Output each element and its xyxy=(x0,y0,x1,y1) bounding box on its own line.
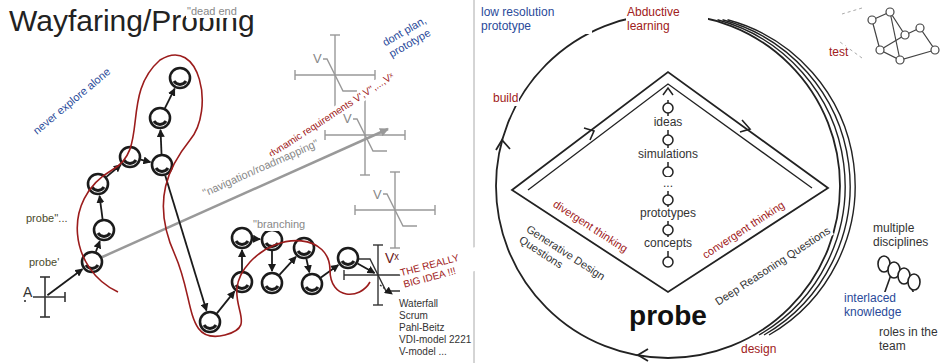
probe-shade xyxy=(266,286,278,289)
probe-arrow xyxy=(253,238,260,240)
note-label: never explore alone xyxy=(30,65,114,138)
note-label: build xyxy=(492,92,519,106)
arrow-chevron xyxy=(584,128,594,140)
probe-circle xyxy=(262,273,282,293)
note-label: V xyxy=(312,52,323,67)
v-tick xyxy=(404,130,405,140)
note-label: convergent thinking xyxy=(699,198,788,262)
note-label: ideas xyxy=(653,116,684,130)
note-label: Abductive learning xyxy=(626,6,708,34)
probe-shade xyxy=(98,233,110,236)
note-label: V xyxy=(342,112,353,127)
network-sketch xyxy=(868,8,939,64)
arrow-chevron xyxy=(740,120,750,132)
v-tick xyxy=(294,70,295,80)
probe-circle xyxy=(88,174,108,194)
v-model-sketch xyxy=(355,172,435,248)
probe-arrow xyxy=(165,89,175,108)
probe-shade xyxy=(298,251,310,254)
probe-shade xyxy=(156,168,168,171)
note-label: low resolution prototype xyxy=(480,6,592,34)
v-tick xyxy=(390,171,400,172)
note-label: Pahl-Beitz xyxy=(398,322,446,334)
note-label: "dead end xyxy=(186,5,238,18)
probe-circle xyxy=(338,248,358,268)
diamond-inner xyxy=(528,84,812,190)
probe-circle xyxy=(200,312,220,332)
probe-arrow xyxy=(279,257,295,275)
probe-circle xyxy=(302,274,322,294)
note-label: ... xyxy=(662,177,674,191)
v-tick xyxy=(360,174,370,175)
exploration-curve xyxy=(77,55,370,336)
probe-arrow xyxy=(47,269,82,295)
panel-divider xyxy=(474,0,475,363)
probe-shade xyxy=(124,160,136,163)
probe-circle xyxy=(94,220,114,240)
note-label: multiple disciplines xyxy=(872,222,945,250)
probe-shade xyxy=(154,121,166,124)
v-tick xyxy=(373,244,383,245)
note-label: test xyxy=(828,46,849,60)
probe-arrow xyxy=(96,241,100,251)
probe-arrow xyxy=(271,251,273,271)
note-label: design xyxy=(740,343,777,357)
probe-circle xyxy=(170,68,190,88)
note-label: simulations xyxy=(637,148,699,162)
note-label: dynamic requirements V',V'',...,Vˣ xyxy=(266,69,397,160)
probe-circle xyxy=(232,272,252,292)
v-tick xyxy=(373,304,383,305)
note-label: interlaced knowledge xyxy=(843,292,925,320)
probe-arrow xyxy=(306,259,309,273)
probe-shade xyxy=(174,81,186,84)
note-label: "branching xyxy=(252,218,306,231)
probe-arrow xyxy=(358,263,375,273)
probe-arrow xyxy=(141,160,151,162)
note-label: Waterfall xyxy=(398,298,439,310)
probe-circle xyxy=(150,108,170,128)
v-tick xyxy=(343,270,344,280)
probe-arrow xyxy=(161,130,162,154)
v-tick xyxy=(434,205,435,215)
v-tick xyxy=(330,34,340,35)
note-label: probe' xyxy=(28,256,60,269)
note-label: V-model ... xyxy=(398,346,448,358)
probe-arrow xyxy=(241,250,243,271)
note-label: prototypes xyxy=(639,207,697,221)
note-label: VDI-model 2221 xyxy=(398,334,472,346)
probe-shade xyxy=(204,325,216,328)
v-tick xyxy=(354,205,355,215)
node-title: probe xyxy=(628,300,708,332)
note-label: Vˣ xyxy=(384,250,400,266)
probe-shade xyxy=(236,241,248,244)
note-label: Scrum xyxy=(398,310,429,322)
note-label: concepts xyxy=(643,237,693,251)
probe-shade xyxy=(342,261,354,264)
note-label: THE REALLY BIG IDEA !!! xyxy=(398,247,483,290)
cycle-circle xyxy=(496,14,840,358)
v-model-sketch xyxy=(295,35,375,115)
note-label: roles in the team xyxy=(878,326,944,354)
note-label: V xyxy=(372,188,383,203)
note-label: probe''... xyxy=(25,212,69,225)
probe-circle xyxy=(152,155,172,175)
probe-shade xyxy=(306,287,318,290)
probe-circle xyxy=(232,228,252,248)
v-tick xyxy=(390,247,400,248)
probe-arrow xyxy=(217,291,235,313)
arrow-chevron xyxy=(663,88,673,95)
note-label: A xyxy=(22,284,33,300)
probe-shade xyxy=(92,187,104,190)
arrow-chevron xyxy=(496,140,510,150)
dotted-arrow xyxy=(380,285,392,294)
note-label: dont plan, prototype xyxy=(379,2,454,60)
roadmap-arrow xyxy=(100,129,388,258)
v-tick xyxy=(324,130,325,140)
probe-arrow xyxy=(100,196,103,219)
